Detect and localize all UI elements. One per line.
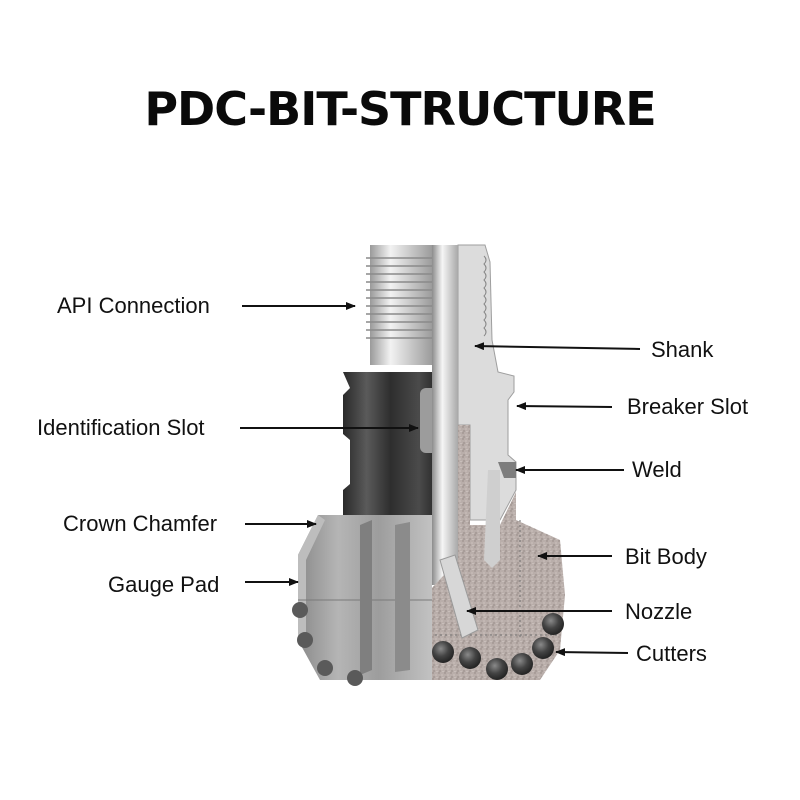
cutters-group [292, 602, 564, 686]
arrow-shank [474, 342, 641, 351]
weld-region [498, 462, 516, 478]
cutter [532, 637, 554, 659]
center-bore [432, 245, 458, 585]
cutter [317, 660, 333, 676]
cutter [292, 602, 308, 618]
label-api-connection: API Connection [57, 293, 210, 318]
cutter [459, 647, 481, 669]
nozzle-part [439, 554, 479, 639]
leader-arrows [240, 302, 641, 657]
label-breaker-slot: Breaker Slot [627, 394, 749, 419]
cutter [432, 641, 454, 663]
label-crown-chamfer: Crown Chamfer [63, 511, 218, 536]
cutter [486, 658, 508, 680]
label-weld: Weld [632, 457, 682, 482]
api-connection-pin [366, 245, 438, 365]
cutter [511, 653, 533, 675]
shank-exterior [343, 372, 438, 515]
cutter [542, 613, 564, 635]
arrow-breaker-slot [516, 402, 613, 411]
label-cutters: Cutters [636, 641, 707, 666]
bit-head-exterior [298, 515, 432, 680]
label-shank: Shank [651, 337, 714, 362]
label-nozzle: Nozzle [625, 599, 693, 624]
page-title: PDC-BIT-STRUCTURE [144, 82, 656, 136]
cutter [297, 632, 313, 648]
cutter [347, 670, 363, 686]
arrow-cutters [555, 648, 629, 657]
label-gauge-pad: Gauge Pad [108, 572, 220, 597]
label-bit-body: Bit Body [625, 544, 707, 569]
label-identification-slot: Identification Slot [37, 415, 205, 440]
